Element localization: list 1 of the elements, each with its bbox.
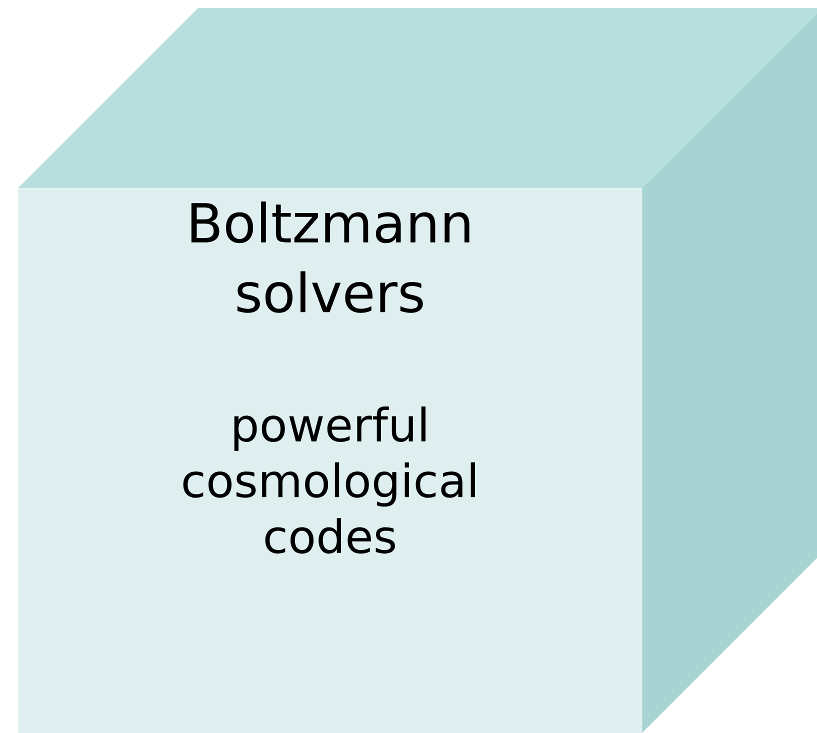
cube-box: Boltzmann solvers powerful cosmological codes [18,8,817,733]
